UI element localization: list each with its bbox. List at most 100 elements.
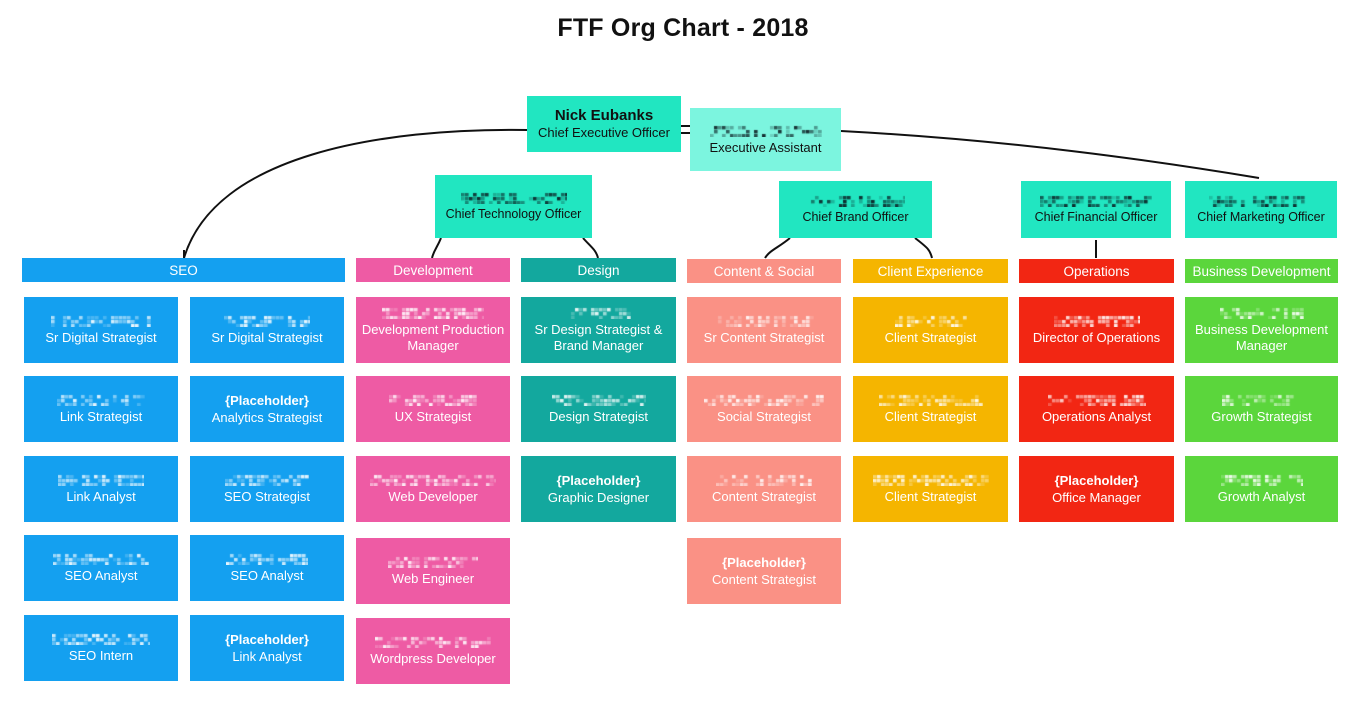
card-role: Growth Strategist bbox=[1211, 409, 1312, 425]
card-design-0[interactable]: Sr Design Strategist & Brand Manager bbox=[521, 297, 676, 363]
card-design-1[interactable]: Design Strategist bbox=[521, 376, 676, 442]
card-role: Growth Analyst bbox=[1217, 489, 1306, 505]
card-person-name bbox=[716, 473, 812, 488]
connector-cto-to-development bbox=[431, 237, 442, 259]
ceo-person-name: Nick Eubanks bbox=[554, 107, 654, 125]
card-person-name bbox=[894, 314, 967, 329]
card-seo-left-2[interactable]: Link Analyst bbox=[24, 456, 178, 522]
cfo-person-name bbox=[1040, 194, 1152, 209]
card-person-name bbox=[1221, 393, 1302, 408]
dept-header-seo[interactable]: SEO bbox=[22, 258, 345, 282]
card-seo-right-3[interactable]: SEO Analyst bbox=[190, 535, 344, 601]
card-person-name bbox=[225, 473, 309, 488]
card-client-experience-2[interactable]: Client Strategist bbox=[853, 456, 1008, 522]
node-cto[interactable]: Chief Technology Officer bbox=[435, 175, 592, 238]
card-person-name bbox=[58, 473, 144, 488]
card-seo-right-0[interactable]: Sr Digital Strategist bbox=[190, 297, 344, 363]
card-role: Web Engineer bbox=[391, 571, 475, 587]
card-seo-right-4[interactable]: {Placeholder} Link Analyst bbox=[190, 615, 344, 681]
dept-header-design[interactable]: Design bbox=[521, 258, 676, 282]
card-person-name bbox=[53, 552, 149, 567]
card-content-social-0[interactable]: Sr Content Strategist bbox=[687, 297, 841, 363]
card-seo-left-4[interactable]: SEO Intern bbox=[24, 615, 178, 681]
card-person-name bbox=[388, 555, 478, 570]
card-role: Sr Design Strategist & Brand Manager bbox=[534, 322, 663, 353]
dept-label-seo: SEO bbox=[169, 262, 198, 278]
card-role: Business Development Manager bbox=[1195, 322, 1328, 353]
dept-header-content-social[interactable]: Content & Social bbox=[687, 259, 841, 283]
card-person-name bbox=[1220, 473, 1303, 488]
card-role: Development Production Manager bbox=[361, 322, 505, 353]
card-person-name bbox=[704, 393, 824, 408]
card-person-name bbox=[226, 552, 308, 567]
card-seo-right-2[interactable]: SEO Strategist bbox=[190, 456, 344, 522]
card-seo-right-1[interactable]: {Placeholder} Analytics Strategist bbox=[190, 376, 344, 442]
ceo-role: Chief Executive Officer bbox=[538, 125, 670, 141]
card-role: SEO Intern bbox=[68, 648, 134, 664]
dept-label-development: Development bbox=[393, 262, 473, 278]
cbo-person-name bbox=[806, 194, 905, 209]
card-content-social-2[interactable]: Content Strategist bbox=[687, 456, 841, 522]
card-business-development-1[interactable]: Growth Strategist bbox=[1185, 376, 1338, 442]
node-cfo[interactable]: Chief Financial Officer bbox=[1021, 181, 1171, 238]
card-person-name bbox=[375, 635, 491, 650]
card-business-development-2[interactable]: Growth Analyst bbox=[1185, 456, 1338, 522]
node-cmo[interactable]: Chief Marketing Officer bbox=[1185, 181, 1337, 238]
dept-header-client-experience[interactable]: Client Experience bbox=[853, 259, 1008, 283]
dept-header-operations[interactable]: Operations bbox=[1019, 259, 1174, 283]
card-seo-left-0[interactable]: Sr Digital Strategist bbox=[24, 297, 178, 363]
connector-cbo-to-client bbox=[914, 237, 933, 259]
card-client-experience-1[interactable]: Client Strategist bbox=[853, 376, 1008, 442]
card-design-2[interactable]: {Placeholder} Graphic Designer bbox=[521, 456, 676, 522]
dept-label-design: Design bbox=[577, 262, 620, 278]
card-role: Content Strategist bbox=[711, 489, 817, 505]
card-person-name: {Placeholder} bbox=[722, 554, 806, 570]
card-person-name bbox=[878, 393, 983, 408]
node-cbo[interactable]: Chief Brand Officer bbox=[779, 181, 932, 238]
card-person-name bbox=[52, 632, 150, 647]
card-person-name bbox=[224, 314, 310, 329]
node-executive-assistant[interactable]: Executive Assistant bbox=[690, 108, 841, 171]
card-role: Social Strategist bbox=[717, 409, 811, 425]
card-operations-2[interactable]: {Placeholder} Office Manager bbox=[1019, 456, 1174, 522]
card-client-experience-0[interactable]: Client Strategist bbox=[853, 297, 1008, 363]
card-operations-0[interactable]: Director of Operations bbox=[1019, 297, 1174, 363]
card-development-0[interactable]: Development Production Manager bbox=[356, 297, 510, 363]
card-development-3[interactable]: Web Engineer bbox=[356, 538, 510, 604]
card-development-1[interactable]: UX Strategist bbox=[356, 376, 510, 442]
card-role: Analytics Strategist bbox=[211, 409, 323, 425]
dept-header-business-development[interactable]: Business Development bbox=[1185, 259, 1338, 283]
cbo-role: Chief Brand Officer bbox=[802, 210, 909, 225]
card-seo-left-1[interactable]: Link Strategist bbox=[24, 376, 178, 442]
card-role: Web Developer bbox=[388, 489, 478, 505]
card-person-name bbox=[1053, 314, 1140, 329]
card-business-development-0[interactable]: Business Development Manager bbox=[1185, 297, 1338, 363]
card-role: Link Analyst bbox=[66, 489, 136, 505]
card-person-name bbox=[382, 306, 484, 321]
card-role: Sr Content Strategist bbox=[703, 330, 825, 346]
card-content-social-3[interactable]: {Placeholder} Content Strategist bbox=[687, 538, 841, 604]
card-role: Sr Digital Strategist bbox=[45, 330, 157, 346]
card-role: Content Strategist bbox=[711, 571, 817, 587]
card-role: Client Strategist bbox=[884, 409, 977, 425]
dept-label-content-social: Content & Social bbox=[713, 263, 815, 279]
card-role: Wordpress Developer bbox=[370, 651, 496, 667]
node-ceo[interactable]: Nick Eubanks Chief Executive Officer bbox=[527, 96, 681, 152]
executive-assistant-role: Executive Assistant bbox=[709, 139, 822, 155]
card-operations-1[interactable]: Operations Analyst bbox=[1019, 376, 1174, 442]
dept-label-client-experience: Client Experience bbox=[877, 263, 984, 279]
card-role: SEO Analyst bbox=[230, 568, 304, 584]
card-content-social-1[interactable]: Social Strategist bbox=[687, 376, 841, 442]
card-role: SEO Analyst bbox=[64, 568, 138, 584]
connector-cto-to-design bbox=[582, 237, 599, 259]
card-role: Graphic Designer bbox=[547, 489, 650, 505]
card-person-name bbox=[872, 473, 989, 488]
card-development-2[interactable]: Web Developer bbox=[356, 456, 510, 522]
card-seo-left-3[interactable]: SEO Analyst bbox=[24, 535, 178, 601]
card-person-name: {Placeholder} bbox=[556, 472, 641, 488]
dept-header-development[interactable]: Development bbox=[356, 258, 510, 282]
dept-label-business-development: Business Development bbox=[1192, 263, 1331, 279]
card-person-name: {Placeholder} bbox=[225, 392, 309, 408]
card-development-4[interactable]: Wordpress Developer bbox=[356, 618, 510, 684]
card-person-name: {Placeholder} bbox=[1054, 472, 1139, 488]
